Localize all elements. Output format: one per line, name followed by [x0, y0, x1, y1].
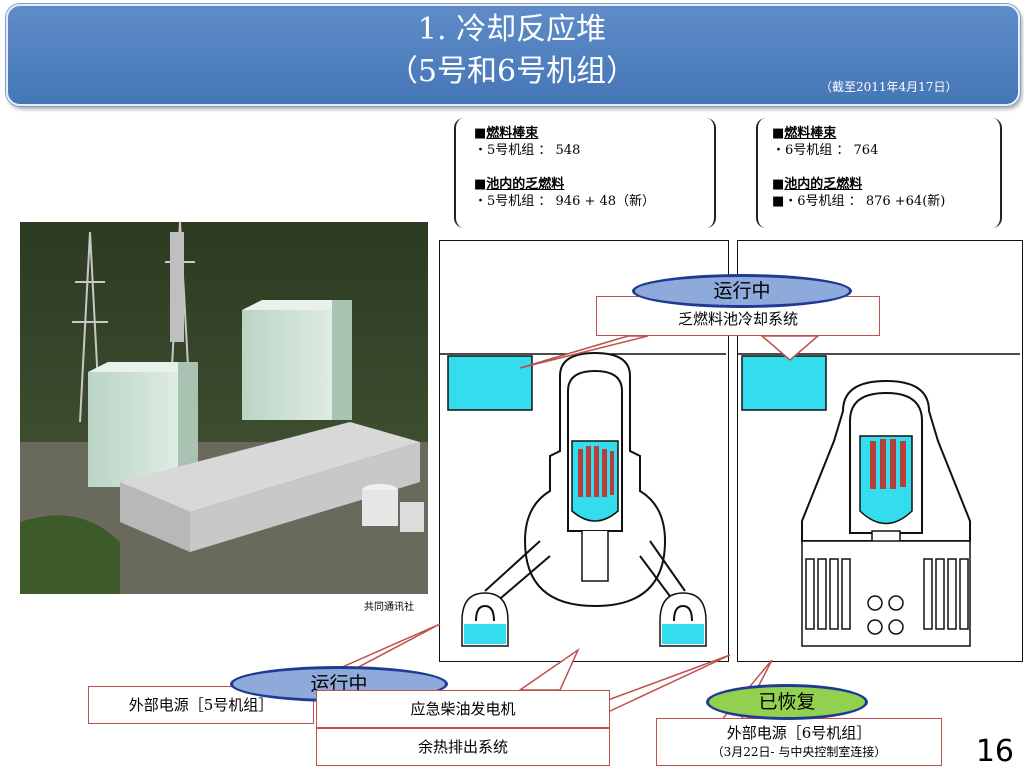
unit5-spent-fuel-pool [447, 355, 533, 411]
unit6-external-power-box: 外部电源［6号机组］ （3月22日- 与中央控制室连接） [656, 718, 942, 766]
rhr-label: 余热排出系统 [316, 728, 610, 766]
unit5-info-box [454, 118, 716, 228]
unit5-fuel-value: ・5号机组 ： 548 [474, 143, 581, 158]
unit6-spent-fuel-pool [741, 355, 827, 411]
unit6-external-power-label: 外部电源［6号机组］ [726, 724, 872, 742]
unit5-fuel-heading: 燃料棒束 [486, 126, 539, 141]
unit6-info-box [756, 118, 1002, 228]
page-subtitle: （5号和6号机组） [387, 54, 637, 89]
unit6-pool-value: ■・6号机组 ： 876 +64(新) [772, 194, 946, 209]
unit6-power-status-badge: 已恢复 [706, 684, 868, 720]
unit6-fuel-value: ・6号机组 ： 764 [772, 143, 879, 158]
unit5-pool-value: ・5号机组 ： 946 + 48（新） [474, 194, 656, 209]
unit6-power-note: （3月22日- 与中央控制室连接） [711, 745, 887, 759]
unit6-info: ■燃料棒束 ・6号机组 ： 764 ■池内的乏燃料 ■・6号机组 ： 876 +… [772, 125, 998, 210]
as-of-date: （截至2011年4月17日） [820, 80, 958, 94]
unit6-reactor-diagram [738, 353, 1020, 647]
plant-photo [20, 222, 428, 594]
spent-pool-status-badge: 运行中 [632, 274, 852, 308]
unit5-pool-heading: 池内的乏燃料 [486, 177, 565, 192]
unit6-pool-heading: 池内的乏燃料 [784, 177, 863, 192]
title-banner [6, 4, 1020, 106]
page-title: 1. 冷却反应堆 [417, 12, 607, 47]
page-number: 16 [975, 734, 1014, 769]
photo-credit: 共同通讯社 [364, 602, 414, 613]
unit6-fuel-heading: 燃料棒束 [784, 126, 837, 141]
edg-label: 应急柴油发电机 [316, 690, 610, 728]
unit5-reactor-diagram [440, 351, 726, 647]
unit5-info: ■燃料棒束 ・5号机组 ： 548 ■池内的乏燃料 ・5号机组 ： 946 + … [474, 125, 714, 210]
